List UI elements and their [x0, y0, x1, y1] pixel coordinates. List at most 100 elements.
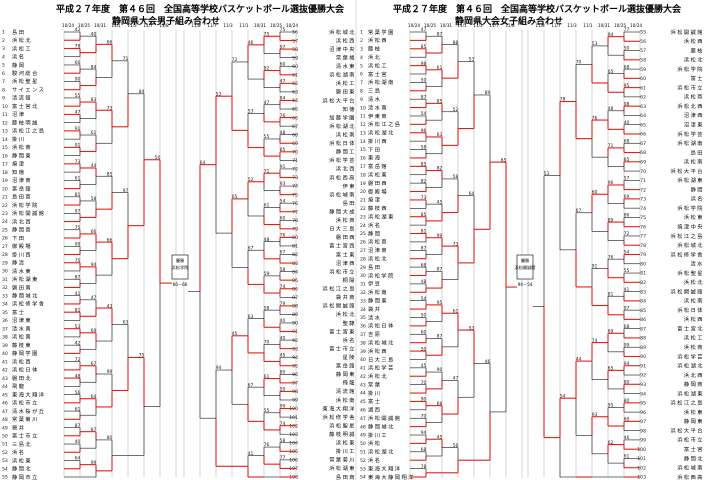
girls-right-team-number: 97 — [640, 419, 646, 425]
boys-left-team-number: 34 — [2, 302, 8, 308]
boys-left-team-number: 51 — [2, 442, 8, 448]
boys-left-team-name: 浜名 — [12, 53, 25, 61]
girls-left-team-name: 下田 — [368, 146, 381, 153]
boys-right-score-label: 70 — [264, 340, 270, 346]
girls-left-team-number: 29 — [360, 265, 366, 271]
girls-left-score-label: 98 — [421, 61, 427, 67]
girls-right-score-label: 80 — [624, 379, 630, 385]
girls-right-team-number: 59 — [640, 67, 646, 73]
boys-left-score-label: 75 — [75, 225, 81, 231]
girls-right-team-name: 浜松西 — [684, 37, 704, 45]
girls-date-right: 11/3 — [567, 23, 577, 28]
girls-right-team-number: 71 — [640, 178, 646, 184]
boys-left-score-label: 64 — [91, 394, 97, 400]
girls-left-team-number: 11 — [360, 114, 366, 120]
boys-left-score-label: 47 — [91, 295, 97, 301]
boys-left-team-name: 富岳館 — [12, 184, 32, 192]
girls-left-team-number: 23 — [360, 214, 366, 220]
girls-left-team-name: 東海大静岡翔洋 — [368, 473, 415, 480]
boys-right-score-label: 79 — [280, 301, 286, 307]
boys-right-score-label: 74 — [280, 284, 286, 290]
girls-left-score-label: 64 — [469, 191, 475, 197]
boys-left-team-number: 4 — [2, 54, 5, 60]
boys-right-team-name: 島田 — [343, 199, 356, 207]
girls-right-team-number: 98 — [640, 428, 646, 434]
boys-right-team-name: 常葉橘 — [336, 53, 356, 61]
boys-left-team-name: 浜松湖東 — [12, 275, 39, 283]
boys-left-team-number: 20 — [2, 186, 8, 192]
boys-right-team-number: 97 — [292, 381, 298, 387]
girls-right-team-name: 静岡 — [691, 185, 704, 193]
boys-left-score-label: 61 — [75, 406, 81, 412]
girls-left-team-name: 沼津商 — [368, 246, 388, 254]
girls-right-team-name: 浜松市立 — [677, 83, 704, 91]
girls-left-score-label: 61 — [437, 65, 443, 71]
girls-left-score-label: 60 — [421, 329, 427, 335]
girls-right-team-name: 富士宮 — [684, 445, 704, 453]
boys-left-team-number: 23 — [2, 211, 8, 217]
boys-champion-text: 優勝 — [176, 257, 185, 264]
boys-right-team-name: 常葉菊川 — [329, 456, 356, 464]
boys-date-left: 11/7 — [143, 23, 153, 28]
girls-left-team-name: 浜松北 — [368, 254, 388, 262]
boys-right-team-number: 92 — [292, 338, 298, 344]
girls-left-team-number: 12 — [360, 122, 366, 128]
boys-right-team-number: 96 — [292, 372, 298, 378]
boys-left-team-number: 50 — [2, 433, 8, 439]
boys-left-score-label: 44 — [91, 163, 97, 169]
girls-left-team-number: 47 — [360, 416, 366, 422]
boys-left-score-label: 55 — [75, 93, 81, 99]
girls-right-team-name: 浜松西 — [684, 315, 704, 323]
girls-right-team-number: 77 — [640, 234, 646, 240]
girls-date-left: 10/25 — [424, 23, 436, 28]
girls-left-score-label: 54 — [421, 111, 427, 117]
boys-left-team-name: 富士宮北 — [12, 102, 39, 110]
girls-left-team-number: 43 — [360, 382, 366, 388]
boys-right-team-name: 浜松工 — [336, 79, 356, 87]
boys-right-score-label: 76 — [280, 113, 286, 119]
girls-left-team-number: 13 — [360, 130, 366, 136]
boys-right-team-name: 加藤学園 — [329, 113, 356, 121]
girls-right-team-name: 浜松城北 — [677, 241, 704, 249]
girls-right-team-number: 79 — [640, 252, 646, 258]
girls-right-team-number: 62 — [640, 95, 646, 101]
girls-right-score-label: 95 — [624, 83, 630, 89]
girls-right-team-name: 静岡北 — [684, 454, 704, 462]
girls-right-team-number: 88 — [640, 336, 646, 342]
boys-left-team-name: 沼津 — [12, 110, 25, 118]
boys-left-score-label: 64 — [75, 456, 81, 462]
girls-left-score-label: 65 — [501, 157, 507, 163]
boys-right-team-number: 66 — [292, 115, 298, 121]
boys-left-score-label: 75 — [75, 258, 81, 264]
boys-left-score-label: 43 — [107, 303, 113, 309]
girls-left-team-name: 東海 — [368, 154, 381, 162]
girls-left-team-number: 28 — [360, 256, 366, 262]
boys-left-team-name: 清水南 — [12, 324, 32, 332]
girls-left-team-name: 浜松湖北 — [368, 448, 395, 456]
boys-right-score-label: 46 — [248, 40, 254, 46]
girls-left-team-name: 藤枝 — [368, 45, 381, 53]
girls-left-team-name: 静岡城北 — [368, 422, 395, 430]
girls-left-team-name: 静岡東 — [368, 296, 388, 304]
boys-right-score-label: 48 — [280, 130, 286, 136]
girls-right-team-name: 浜松北 — [684, 278, 704, 286]
girls-left-team-number: 6 — [360, 72, 363, 78]
boys-left-team-name: 浜松日体 — [12, 366, 39, 374]
girls-left-score-label: 70 — [421, 380, 427, 386]
girls-right-team-number: 84 — [640, 299, 646, 305]
girls-right-team-name: 浜松北 — [684, 56, 704, 64]
boys-right-team-number: 100 — [289, 406, 298, 412]
boys-right-team-name: 浜松西高 — [329, 173, 356, 181]
boys-left-score-label: 84 — [139, 89, 145, 95]
boys-left-team-name: 常葉菊川 — [12, 415, 39, 423]
girls-left-score-label: 90 — [421, 397, 427, 403]
boys-left-team-number: 17 — [2, 162, 8, 168]
boys-left-team-name: 浜松南 — [12, 333, 32, 341]
girls-left-team-number: 42 — [360, 374, 366, 380]
boys-right-team-number: 99 — [292, 398, 298, 404]
boys-right-score-label: 54 — [280, 198, 286, 204]
girls-left-team-name: 浜松工 — [368, 61, 388, 69]
girls-left-score-label: 45 — [421, 363, 427, 369]
boys-right-team-number: 62 — [292, 81, 298, 87]
